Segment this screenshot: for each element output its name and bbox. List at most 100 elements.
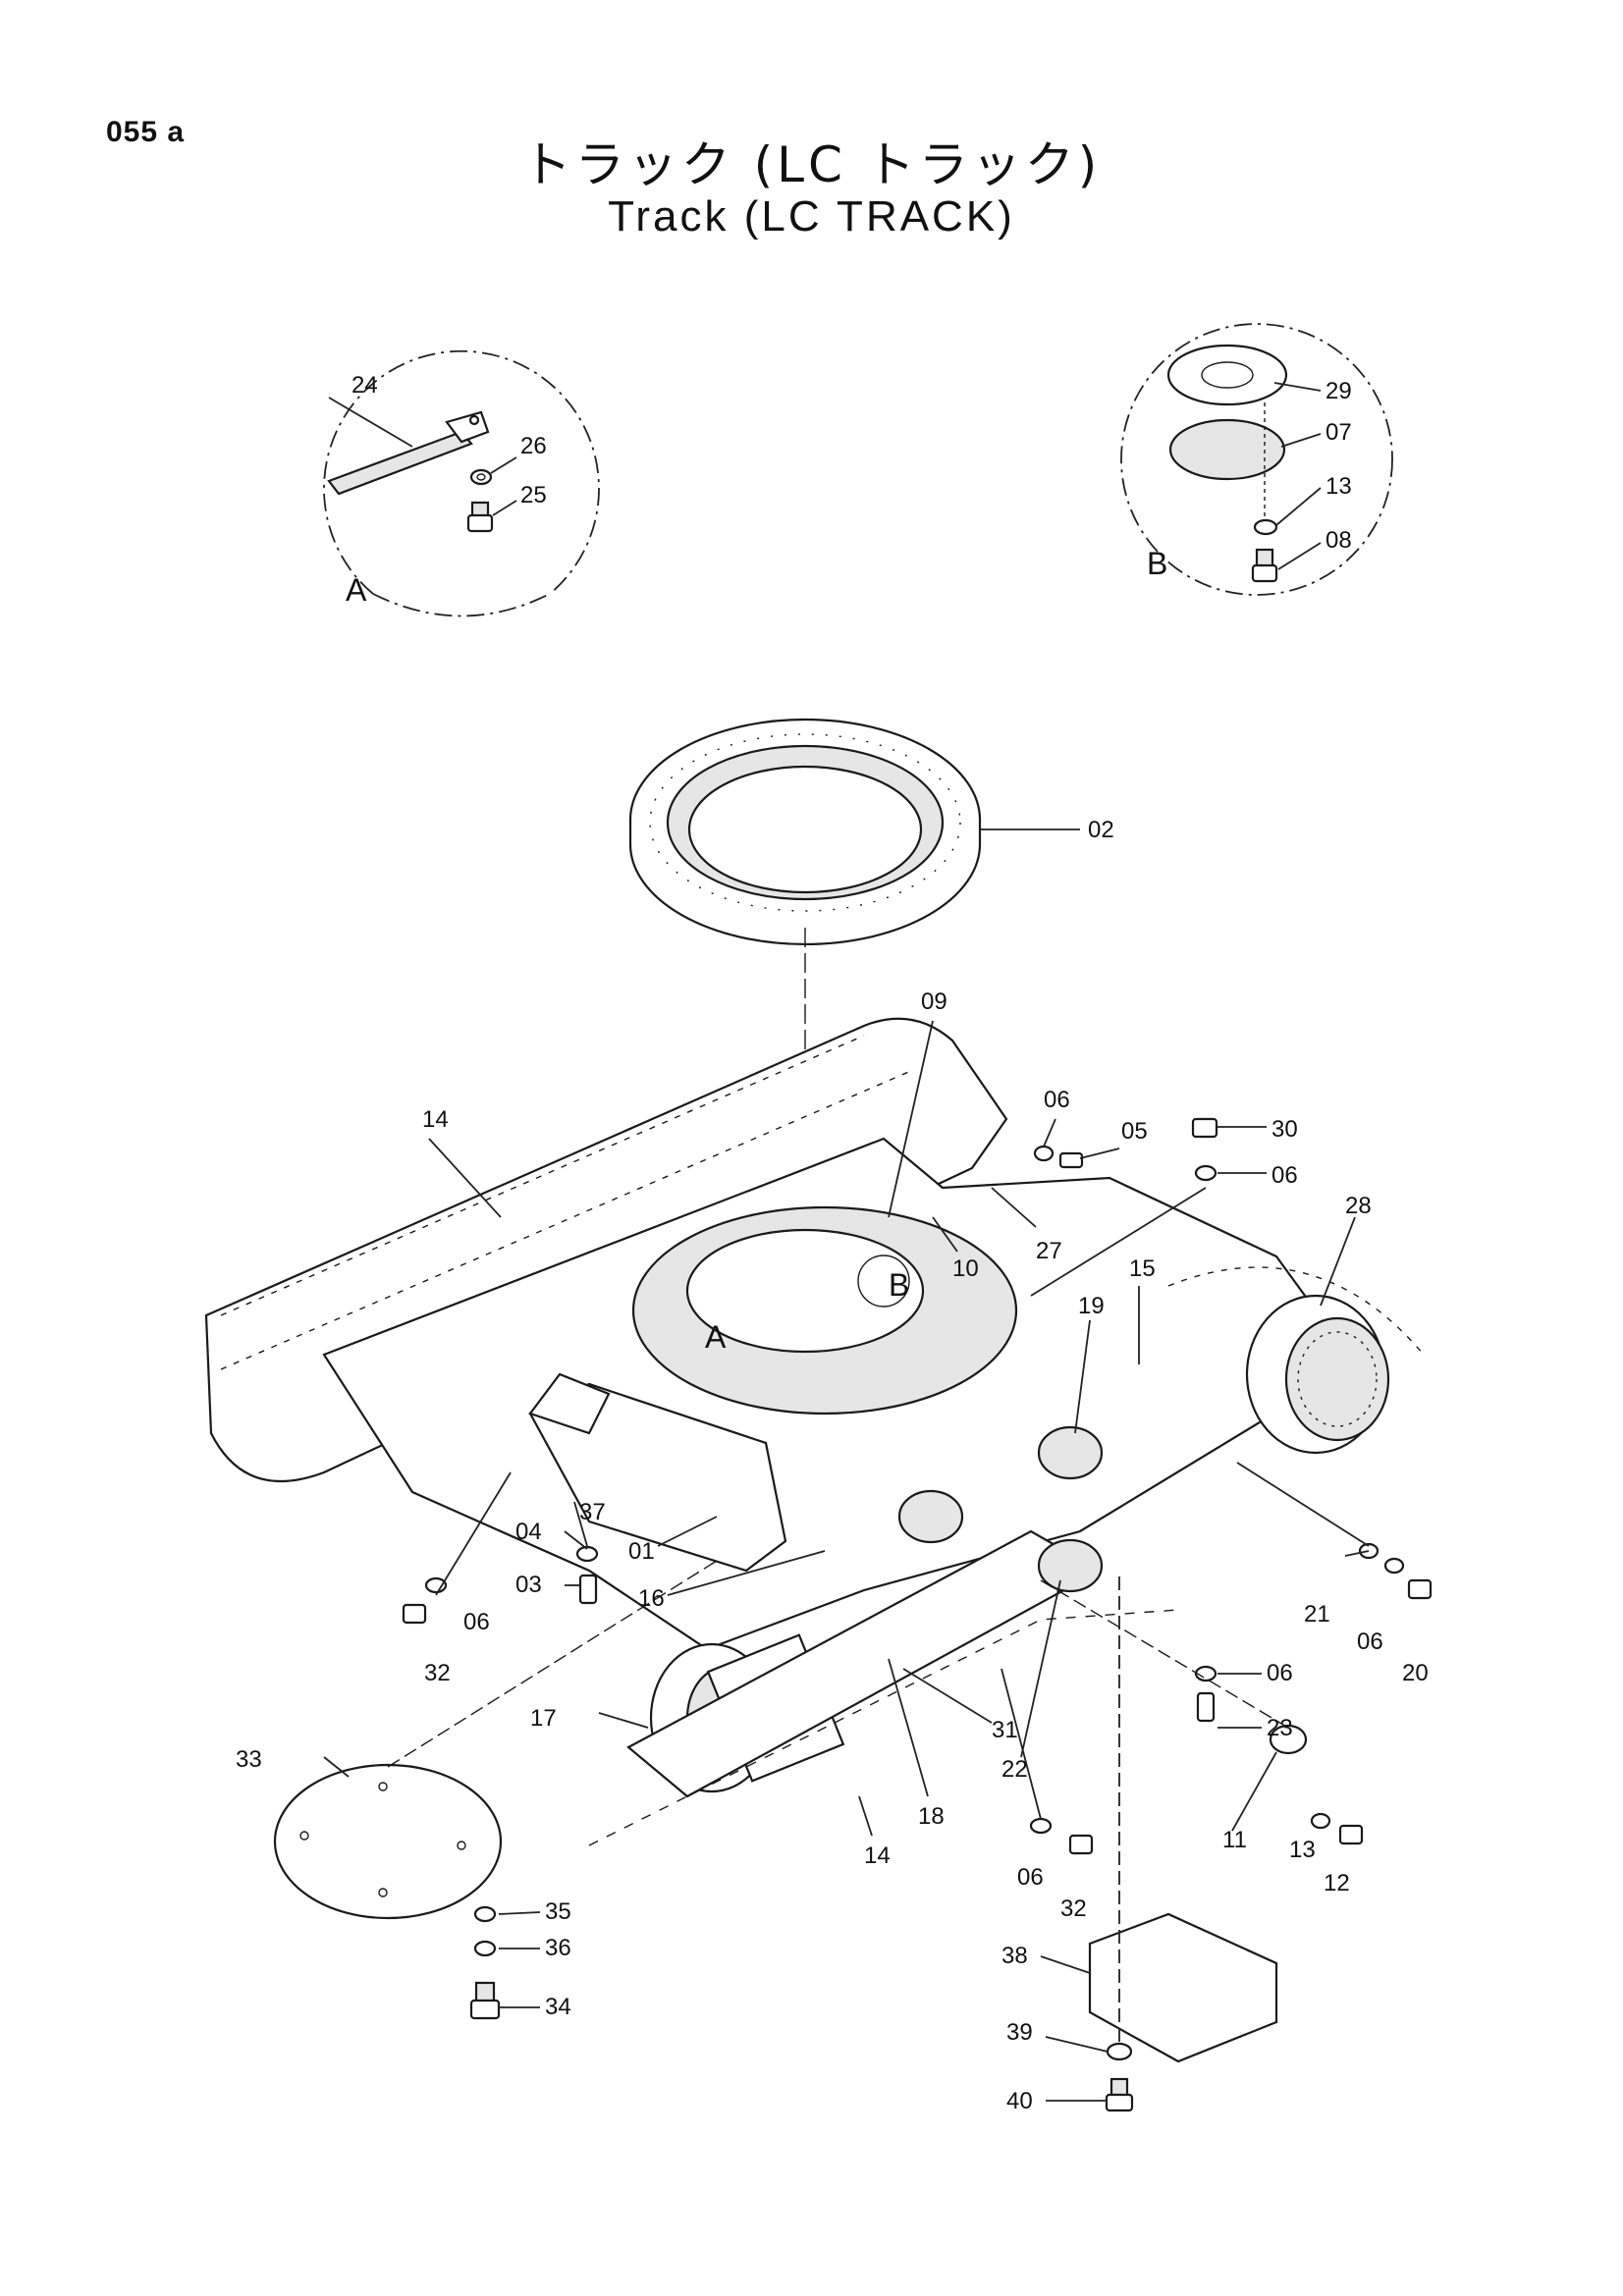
detail-view-a: 24 26 25 A	[323, 349, 600, 617]
callout-06-a: 06	[1044, 1087, 1070, 1113]
part-13-washer	[1253, 518, 1278, 536]
cover-hole-3	[457, 1841, 466, 1850]
callout-36: 36	[545, 1935, 571, 1961]
detail-label-a: A	[346, 572, 367, 608]
part-19-roller	[1037, 1425, 1104, 1480]
leader-06-c	[435, 1471, 512, 1596]
part-28-travel-motor	[1245, 1294, 1390, 1455]
leader-39	[1045, 2036, 1109, 2053]
bearing-bolt-holes	[649, 733, 961, 912]
front-roller	[897, 1489, 964, 1544]
leader-21-ext	[1236, 1462, 1370, 1547]
leader-33	[323, 1756, 350, 1778]
callout-32-right: 32	[1060, 1896, 1087, 1922]
part-32-bolt-a	[402, 1603, 427, 1625]
leader-24	[328, 397, 413, 448]
page-title-japanese: トラック (LC トラック)	[521, 136, 1102, 193]
callout-19: 19	[1078, 1293, 1105, 1319]
callout-35: 35	[545, 1898, 571, 1925]
motor-face	[1284, 1316, 1390, 1442]
part-11-cap	[1269, 1724, 1308, 1755]
callout-01: 01	[628, 1538, 655, 1565]
view-marker-b: B	[889, 1267, 909, 1303]
part-36-washer	[473, 1940, 497, 1957]
right-track-top	[1167, 1266, 1425, 1356]
part-30-plug	[1191, 1117, 1218, 1139]
part-24-strip	[327, 430, 473, 496]
part-38-track-guard	[1088, 1912, 1278, 2063]
part-02-swing-bearing	[628, 718, 982, 946]
callout-26: 26	[520, 433, 547, 459]
callout-21: 21	[1304, 1601, 1330, 1628]
cover-center-line	[387, 1560, 718, 1768]
part-13-washer-main	[1310, 1812, 1331, 1830]
callout-03: 03	[515, 1572, 542, 1598]
cover-hole-1	[299, 1831, 309, 1841]
part-07-plate	[1168, 418, 1286, 481]
callout-04: 04	[515, 1519, 542, 1545]
part-06-washer-b	[1194, 1164, 1217, 1182]
leader-18	[888, 1658, 929, 1797]
cover-hole-2	[378, 1782, 388, 1791]
detail-label-b: B	[1147, 546, 1167, 581]
callout-34: 34	[545, 1994, 571, 2020]
callout-30: 30	[1271, 1116, 1298, 1143]
callout-06-c: 06	[463, 1609, 490, 1635]
callout-16: 16	[638, 1585, 665, 1612]
cap-center-line	[1040, 1579, 1289, 1729]
leader-04	[564, 1530, 588, 1550]
detail-view-b: 29 07 13 08 B	[1120, 323, 1393, 596]
roller-22-body	[1037, 1538, 1104, 1593]
leader-06-b-ext	[1030, 1187, 1207, 1297]
part-20-bolt	[1407, 1578, 1433, 1600]
leader-22	[1020, 1579, 1061, 1758]
leader-17	[598, 1712, 649, 1729]
callout-02: 02	[1088, 817, 1114, 843]
leader-01	[657, 1516, 718, 1547]
callout-39: 39	[1006, 2019, 1033, 2046]
part-35-washer	[473, 1905, 497, 1923]
leader-19	[1074, 1319, 1091, 1434]
callout-37: 37	[579, 1499, 606, 1525]
part-12-bolt	[1338, 1824, 1364, 1845]
leader-lines	[323, 1020, 1370, 2102]
callout-28: 28	[1345, 1193, 1372, 1219]
callout-10: 10	[952, 1255, 979, 1282]
center-frame-hub	[685, 1228, 925, 1354]
callout-12: 12	[1324, 1870, 1350, 1896]
callout-15: 15	[1129, 1255, 1156, 1282]
callout-22: 22	[1001, 1756, 1028, 1783]
part-06-washer-e	[1194, 1665, 1217, 1682]
leader-28	[1320, 1216, 1356, 1307]
callout-31: 31	[992, 1717, 1018, 1743]
leader-27	[991, 1187, 1037, 1228]
leader-10	[932, 1216, 958, 1253]
view-b-circle	[857, 1255, 910, 1308]
roller-19-body	[1037, 1425, 1104, 1480]
part-06-washer-a	[1033, 1145, 1055, 1162]
callout-38: 38	[1001, 1943, 1028, 1969]
leader-06-a	[1043, 1118, 1056, 1148]
callout-17: 17	[530, 1705, 557, 1732]
leader-29	[1273, 382, 1322, 392]
leader-37	[573, 1501, 588, 1547]
part-26-hole	[476, 473, 486, 481]
callout-20: 20	[1402, 1660, 1429, 1686]
motor-bolts	[1297, 1331, 1378, 1427]
leader-13-b	[1275, 487, 1322, 526]
leader-16	[667, 1550, 826, 1596]
cover-hole-4	[378, 1888, 388, 1897]
part-39-washer	[1106, 2042, 1133, 2061]
callout-13-main: 13	[1289, 1837, 1316, 1863]
page-number: 055 a	[106, 116, 186, 148]
leader-14-top	[428, 1138, 502, 1218]
callout-29: 29	[1325, 378, 1352, 404]
leader-06-f	[1001, 1668, 1042, 1820]
part-26-washer	[469, 468, 493, 486]
part-01-guard	[528, 1382, 787, 1573]
callout-11: 11	[1222, 1827, 1247, 1853]
page-title-english: Track (LC TRACK)	[608, 192, 1015, 240]
part-25-bolt-head	[466, 513, 494, 533]
callout-numbers: 09 14 06 05 30 06 27 10 28 15 19 37 04 0…	[236, 988, 1429, 2114]
